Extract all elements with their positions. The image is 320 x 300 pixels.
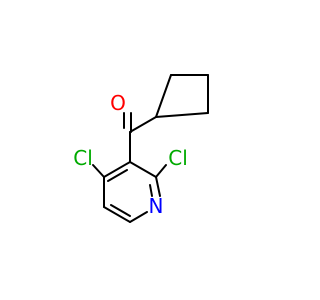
chlorine-atom-label-left: Cl: [73, 146, 93, 170]
carbonyl-to-ring-bond: [129, 116, 157, 133]
c2-chlorine-bond: [155, 164, 167, 178]
bond-py-c5-c6-inner: [110, 204, 131, 217]
bond-cb-4: [155, 112, 209, 118]
bond-py-c6-n: [129, 211, 148, 223]
ketone-group: [123, 112, 157, 163]
pyridine-ring: [103, 161, 161, 223]
chemical-structure: O Cl Cl N: [73, 74, 209, 223]
bond-py-c3-c4-inner: [107, 169, 128, 182]
bond-py-c5-c6: [103, 206, 131, 223]
chlorine-atom-label-right: Cl: [168, 146, 188, 170]
bond-py-n-c2: [155, 176, 161, 197]
bond-py-n-c2-inner: [149, 184, 153, 197]
nitrogen-atom-label: N: [149, 194, 164, 218]
bond-py-c2-c3: [129, 161, 157, 178]
bond-cb-1: [155, 74, 172, 118]
bond-py-c3-c4: [103, 161, 131, 178]
c4-chlorine-bond: [92, 164, 105, 178]
oxygen-atom-label: O: [110, 91, 126, 115]
cyclobutyl-ring: [155, 74, 209, 118]
